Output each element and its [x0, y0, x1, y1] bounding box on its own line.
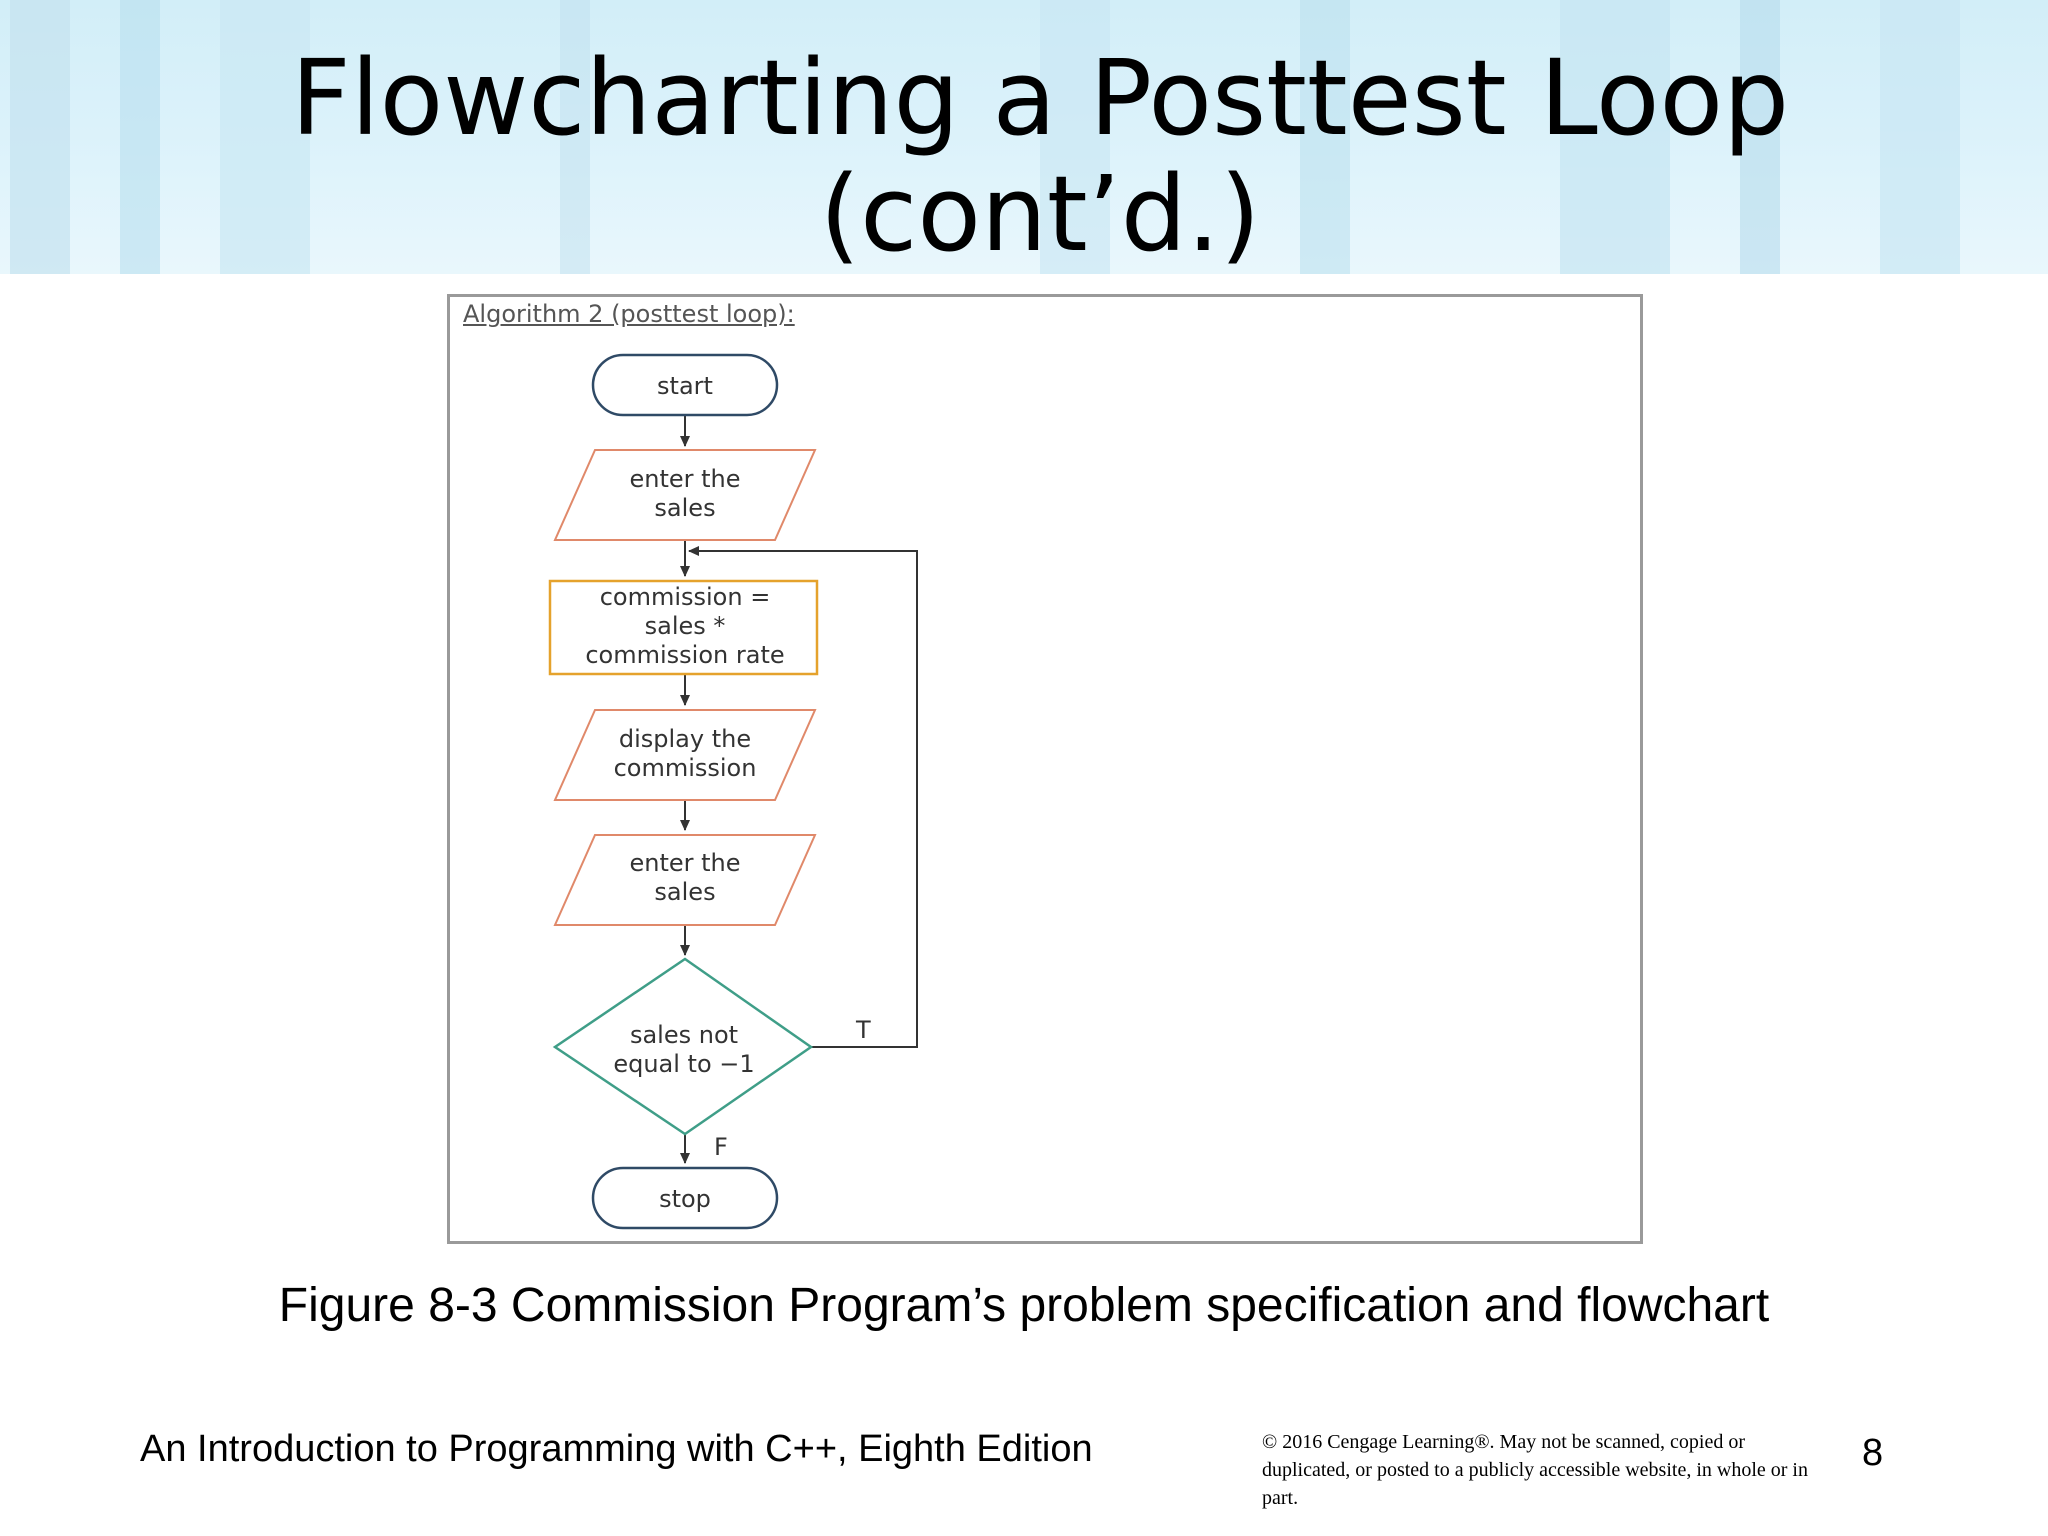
input-sales-label-1: enter the [629, 465, 740, 493]
input-sales-label-2: sales [654, 494, 715, 522]
output-label-2: commission [614, 754, 757, 782]
commission-process-box [548, 579, 819, 676]
input-sales-parallelogram-2 [553, 834, 817, 926]
loop-back-arrow [688, 546, 918, 1048]
input2-label-2: sales [654, 878, 715, 906]
process-label-2: sales * [645, 612, 726, 640]
title-line-1: Flowcharting a Posttest Loop [290, 37, 1790, 159]
footer-book-title: An Introduction to Programming with C++,… [140, 1428, 1093, 1470]
slide-title: Flowcharting a Posttest Loop (cont’d.) [0, 40, 2048, 272]
figure-caption: Figure 8-3 Commission Program’s problem … [278, 1279, 1770, 1332]
page-number: 8 [1862, 1432, 1884, 1474]
display-commission-parallelogram [553, 709, 817, 801]
branch-false-label: F [714, 1133, 728, 1161]
start-label: start [657, 372, 713, 400]
input2-label-1: enter the [629, 849, 740, 877]
algorithm-label: Algorithm 2 (posttest loop): [463, 300, 795, 328]
header-banner [0, 0, 2048, 274]
branch-true-label: T [855, 1016, 871, 1044]
process-label-3: commission rate [585, 641, 784, 669]
connectors [680, 416, 918, 1164]
decision-label-2: equal to −1 [613, 1050, 754, 1078]
decision-label-1: sales not [630, 1021, 738, 1049]
process-label-1: commission = [600, 583, 771, 611]
output-label-1: display the [619, 725, 751, 753]
footer-copyright: © 2016 Cengage Learning®. May not be sca… [1262, 1431, 1808, 1509]
decision-diamond [552, 957, 814, 1136]
input-sales-parallelogram [553, 449, 817, 541]
start-terminal [591, 353, 779, 417]
title-line-2: (cont’d.) [819, 153, 1261, 275]
stop-terminal [591, 1166, 779, 1230]
stop-label: stop [659, 1185, 711, 1213]
